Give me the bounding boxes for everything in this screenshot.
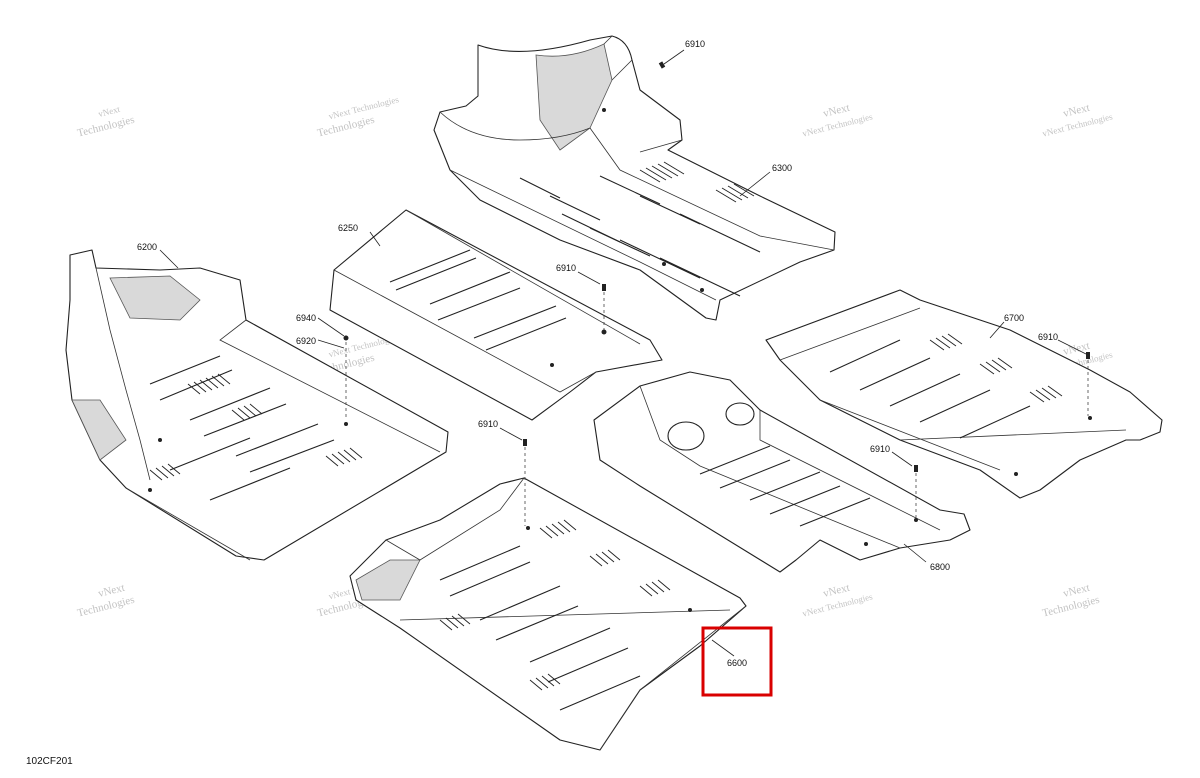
callout-6200: 6200 [137,242,157,252]
highlight-box-6600 [701,626,773,697]
part-6600-ribs [439,545,641,711]
screw-6910-center [602,284,606,330]
part-6300-rear-floor [433,35,836,321]
watermark: vNext Technologies Technologies [316,94,400,140]
screw-6910-tunnel [914,465,918,518]
callout-labels: 6910 6300 6250 6910 6200 6940 6920 6700 … [137,39,1058,668]
part-6200-left-floor [65,249,449,561]
callout-6700: 6700 [1004,313,1024,323]
part-6250-center-cover [329,209,663,421]
callout-6920: 6920 [296,336,316,346]
callout-6910-center: 6910 [556,263,576,273]
leader-lines [159,49,1087,657]
callout-6940: 6940 [296,313,316,323]
part-6800-tunnel-cover [593,371,971,573]
part-6600-vents [439,519,671,691]
part-6800-ribs [699,445,871,527]
callout-6300: 6300 [772,163,792,173]
callout-6800: 6800 [930,562,950,572]
watermark: vNext vNext Technologies [1041,102,1114,139]
part-6700-vents [929,333,1063,403]
svg-text:Technologies: Technologies [76,114,136,140]
screw-6910-top [658,61,666,69]
part-6700-ribs [829,339,1031,439]
watermark: vNext vNext Technologies [801,582,874,619]
part-6300-ribs [519,175,761,297]
callout-6250: 6250 [338,223,358,233]
part-6200-vents [149,373,363,481]
callout-6910-right: 6910 [1038,332,1058,342]
watermark: vNext vNext Technologies [801,102,874,139]
part-6250-ribs [389,249,567,351]
watermark: vNext Technologies [76,104,136,140]
callout-6910-tunnel: 6910 [870,444,890,454]
fasteners [343,61,1090,526]
callout-6600: 6600 [727,658,747,668]
diagram-code: 102CF201 [26,756,73,767]
watermark: vNext Technologies [1041,582,1101,620]
callout-6910-front: 6910 [478,419,498,429]
part-6300-vents [639,161,755,203]
part-6700-right-floor [765,289,1163,499]
watermark: vNext Technologies [76,582,136,620]
callout-6910-top: 6910 [685,39,705,49]
screw-6940 [343,335,349,420]
part-6200-ribs [149,355,335,501]
svg-text:Technologies: Technologies [316,114,376,140]
screw-6910-front [523,439,527,526]
screw-6910-right [1086,352,1090,416]
part-6600-front-floor [349,477,747,751]
